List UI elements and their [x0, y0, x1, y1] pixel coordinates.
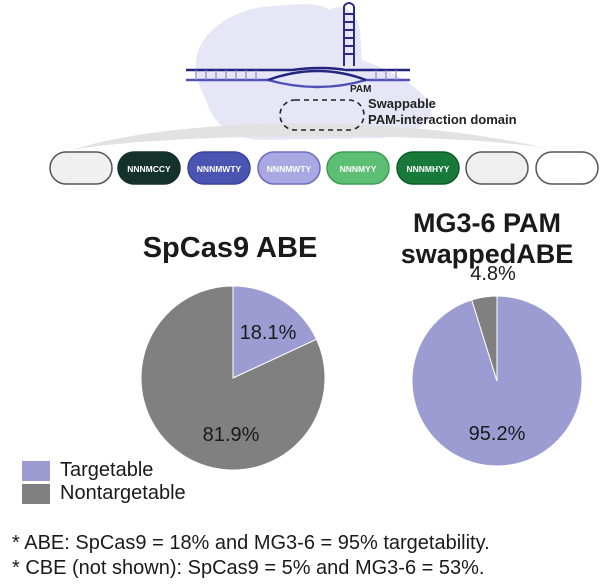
pill-label: NNNMHYY	[407, 164, 450, 174]
pill-label: NNNMCCY	[127, 164, 171, 174]
pill-shape	[187, 151, 251, 185]
dna-duplex	[186, 66, 410, 89]
chart-title-mg36-line1: MG3-6 PAM	[412, 208, 561, 238]
domain-label-line2: PAM-interaction domain	[368, 112, 517, 127]
pam-domain-pill-6: NNNMHYY	[396, 151, 460, 185]
legend-swatch-nontargetable	[22, 483, 50, 504]
pie-value-label-targetable: 95.2%	[469, 423, 526, 445]
legend-label-nontargetable: Nontargetable	[60, 482, 186, 504]
legend-label-targetable: Targetable	[60, 459, 154, 481]
pie-chart-mg36: 95.2% 4.8%	[411, 263, 583, 467]
pill-shape	[465, 151, 529, 185]
pie-value-label-nontargetable: 81.9%	[203, 424, 260, 446]
dna-hairpin	[343, 2, 355, 66]
legend-item-nontargetable: Nontargetable	[22, 482, 186, 505]
pam-domain-pill-4: NNNMWTY	[257, 151, 321, 185]
pam-label: PAM	[350, 84, 371, 95]
pie-slice-nontargetable	[140, 285, 326, 471]
chart-title-mg36-line2: swappedABE	[400, 239, 574, 269]
footnote-cbe: * CBE (not shown): SpCas9 = 5% and MG3-6…	[12, 557, 485, 579]
protein-shadow	[72, 123, 545, 150]
pill-shape	[535, 151, 599, 185]
pill-label: NNNMWTY	[267, 164, 312, 174]
pill-shape	[326, 151, 390, 185]
pie-chart-spcas9: 18.1% 81.9%	[140, 285, 326, 471]
chart-title-mg36: MG3-6 PAM swappedABE	[372, 208, 600, 270]
domain-label-line1: Swappable	[368, 96, 436, 111]
pill-shape	[257, 151, 321, 185]
pam-domain-variants: NNNMCCY NNNMWTY NNNMWTY NNNMYY NNNMHYY	[49, 151, 599, 185]
pill-shape	[396, 151, 460, 185]
pam-domain-pill-3: NNNMWTY	[187, 151, 251, 185]
pam-domain-pill-2: NNNMCCY	[117, 151, 181, 185]
legend-swatch-targetable	[22, 460, 50, 481]
pie-slice-nontargetable	[471, 295, 498, 382]
pam-domain-pill-8	[535, 151, 599, 185]
pam-domain-pill-1	[49, 151, 113, 185]
legend-item-targetable: Targetable	[22, 459, 153, 482]
pill-shape	[49, 151, 113, 185]
pam-interaction-domain-outline	[279, 99, 365, 131]
pill-label: NNNMWTY	[197, 164, 242, 174]
cas-protein-diagram: PAM Swappable PAM-interaction domain	[72, 2, 545, 150]
pam-domain-pill-7	[465, 151, 529, 185]
pill-shape	[117, 151, 181, 185]
pie-value-label-nontargetable: 4.8%	[470, 263, 516, 285]
pie-slice-targetable	[232, 285, 318, 379]
pam-domain-pill-5: NNNMYY	[326, 151, 390, 185]
chart-title-spcas9: SpCas9 ABE	[142, 232, 318, 264]
pill-label: NNNMYY	[340, 164, 377, 174]
pie-value-label-targetable: 18.1%	[240, 322, 297, 344]
footnote-abe: * ABE: SpCas9 = 18% and MG3-6 = 95% targ…	[12, 532, 490, 554]
